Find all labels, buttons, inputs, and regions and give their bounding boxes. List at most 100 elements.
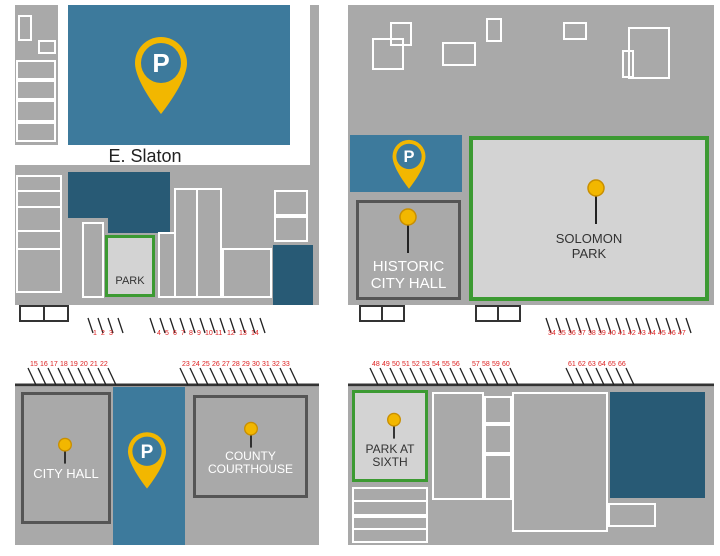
parking-spot-number: 49 bbox=[382, 361, 390, 368]
parking-spot-number: 51 bbox=[402, 361, 410, 368]
location-pin-icon[interactable] bbox=[242, 420, 260, 450]
park-at-sixth-label-2: SIXTH bbox=[372, 455, 408, 469]
park-label: PARK bbox=[115, 275, 145, 287]
parking-spot-number: 66 bbox=[618, 361, 626, 368]
building-outline bbox=[352, 500, 428, 516]
building-outline bbox=[484, 424, 512, 454]
building-outline bbox=[512, 392, 608, 532]
parking-spot-number: 45 bbox=[658, 330, 666, 337]
park-at-sixth-label-1: PARK AT bbox=[365, 442, 415, 456]
parking-spot-number: 22 bbox=[100, 361, 108, 368]
park-small[interactable] bbox=[105, 235, 155, 297]
parking-spot-number: 43 bbox=[638, 330, 646, 337]
solomon-park-label-2: PARK bbox=[571, 246, 607, 261]
parking-spot-number: 34 bbox=[548, 330, 556, 337]
location-pin-icon[interactable] bbox=[398, 207, 418, 255]
parking-spot-number: 26 bbox=[212, 361, 220, 368]
parking-spot-number: 55 bbox=[442, 361, 450, 368]
building-outline bbox=[432, 392, 484, 500]
parking-spot-number: 16 bbox=[40, 361, 48, 368]
parking-spot-number: 23 bbox=[182, 361, 190, 368]
parking-spot-number: 48 bbox=[372, 361, 380, 368]
parking-spot-number: 25 bbox=[202, 361, 210, 368]
parking-spot-number: 17 bbox=[50, 361, 58, 368]
parking-spot-number: 19 bbox=[70, 361, 78, 368]
svg-text:P: P bbox=[152, 48, 169, 78]
building-outline bbox=[390, 22, 412, 46]
street-strip bbox=[15, 145, 310, 165]
county-courthouse-label-2: COURTHOUSE bbox=[207, 462, 294, 476]
parking-spot-number: 20 bbox=[80, 361, 88, 368]
parking-spot-number: 29 bbox=[242, 361, 250, 368]
parking-spot-number: 1 bbox=[93, 330, 97, 337]
building-dark bbox=[273, 245, 313, 305]
city-hall-building[interactable] bbox=[21, 392, 111, 524]
building-outline bbox=[16, 230, 62, 250]
building-outline bbox=[563, 22, 587, 40]
building-outline bbox=[352, 516, 428, 530]
parking-spot-number: 21 bbox=[90, 361, 98, 368]
park-at-sixth[interactable] bbox=[352, 390, 428, 482]
historic-city-hall-label-2: CITY HALL bbox=[370, 275, 447, 292]
parking-spot-number: 41 bbox=[618, 330, 626, 337]
building-outline bbox=[484, 454, 512, 500]
building-outline bbox=[222, 248, 272, 298]
building-outline bbox=[16, 122, 56, 142]
parking-spot-number: 56 bbox=[452, 361, 460, 368]
svg-text:P: P bbox=[404, 148, 415, 166]
building-outline bbox=[38, 40, 56, 54]
parking-spot-number: 4 bbox=[157, 330, 161, 337]
building-dark bbox=[108, 205, 170, 233]
parking-spot-number: 3 bbox=[109, 330, 113, 337]
building-outline bbox=[372, 38, 404, 70]
parking-spot-number: 24 bbox=[192, 361, 200, 368]
parking-marker-icon[interactable]: P bbox=[389, 138, 429, 190]
location-pin-icon[interactable] bbox=[385, 411, 403, 441]
parking-spot-number: 6 bbox=[173, 330, 177, 337]
parking-spot-number: 42 bbox=[628, 330, 636, 337]
parking-spot-number: 63 bbox=[588, 361, 596, 368]
parking-spot-number: 27 bbox=[222, 361, 230, 368]
parking-spot-number: 33 bbox=[282, 361, 290, 368]
parking-spot-number: 14 bbox=[251, 330, 259, 337]
parking-spot-number: 32 bbox=[272, 361, 280, 368]
building-outline bbox=[608, 503, 656, 527]
parking-spot-number: 9 bbox=[197, 330, 201, 337]
city-hall-label: CITY HALL bbox=[33, 466, 99, 481]
parking-spot-number: 2 bbox=[101, 330, 105, 337]
parking-spot-number: 35 bbox=[558, 330, 566, 337]
parking-spot-number: 8 bbox=[189, 330, 193, 337]
parking-spot-number: 5 bbox=[165, 330, 169, 337]
parking-spot-number: 47 bbox=[678, 330, 686, 337]
building-outline bbox=[622, 50, 634, 78]
parking-spot-number: 15 bbox=[30, 361, 38, 368]
parking-marker-icon[interactable]: P bbox=[125, 430, 169, 490]
parking-spot-number: 57 bbox=[472, 361, 480, 368]
parking-spot-number: 7 bbox=[181, 330, 185, 337]
parking-spot-number: 40 bbox=[608, 330, 616, 337]
solomon-park[interactable] bbox=[469, 136, 709, 301]
parking-spot-number: 62 bbox=[578, 361, 586, 368]
building-outline bbox=[16, 60, 56, 80]
building-outline bbox=[274, 214, 308, 218]
solomon-park-label-1: SOLOMON bbox=[555, 231, 623, 246]
parking-spot-number: 61 bbox=[568, 361, 576, 368]
parking-spot-number: 39 bbox=[598, 330, 606, 337]
parking-spot-number: 30 bbox=[252, 361, 260, 368]
building-outline bbox=[82, 222, 104, 298]
building-outline bbox=[16, 80, 56, 100]
building-outline bbox=[18, 15, 32, 41]
parking-spot-number: 37 bbox=[578, 330, 586, 337]
location-pin-icon[interactable] bbox=[585, 178, 607, 226]
parking-spot-number: 54 bbox=[432, 361, 440, 368]
building-outline bbox=[442, 42, 476, 66]
building-outline bbox=[16, 100, 56, 122]
historic-city-hall-label-1: HISTORIC bbox=[372, 258, 445, 275]
parking-spot-number: 53 bbox=[422, 361, 430, 368]
parking-spot-number: 10 bbox=[205, 330, 213, 337]
parking-spot-number: 11 bbox=[215, 330, 223, 337]
parking-spot-number: 44 bbox=[648, 330, 656, 337]
location-pin-icon[interactable] bbox=[56, 436, 74, 466]
parking-marker-icon[interactable]: P bbox=[132, 34, 190, 116]
parking-spot-number: 50 bbox=[392, 361, 400, 368]
